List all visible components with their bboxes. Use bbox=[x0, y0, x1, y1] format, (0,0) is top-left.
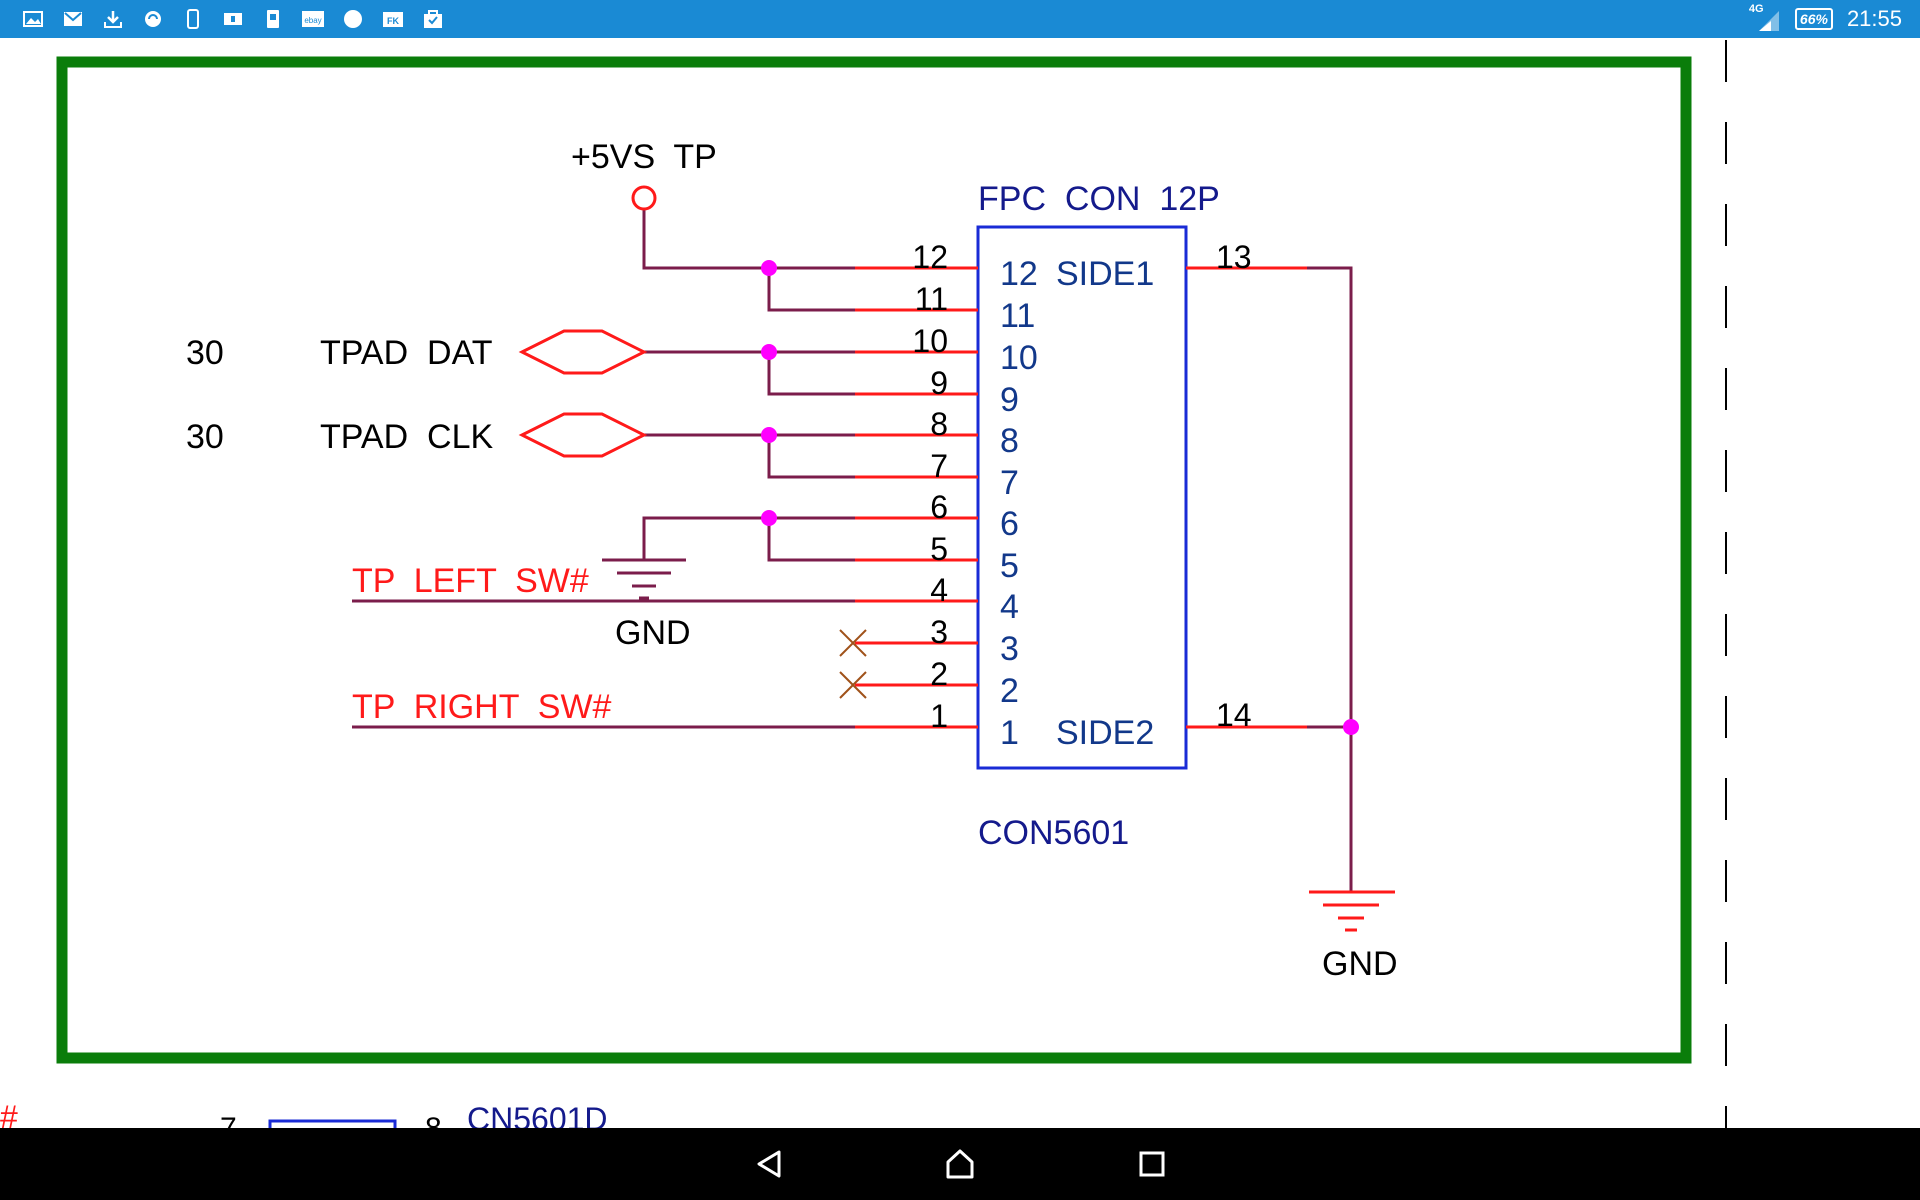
junction-dot bbox=[761, 427, 777, 443]
pin-number: 1 bbox=[930, 698, 948, 734]
gnd-label-left: GND bbox=[615, 614, 691, 652]
clock: 21:55 bbox=[1846, 6, 1902, 31]
wires bbox=[352, 208, 1353, 892]
partial-connector-ref: CN5601D bbox=[467, 1101, 608, 1128]
inner-pin: 11 bbox=[1000, 297, 1035, 335]
outer-pin-numbers: 12 11 10 9 8 7 6 5 4 3 2 1 bbox=[912, 239, 948, 734]
pin-lines bbox=[855, 266, 1307, 729]
connector-title: FPC CON 12P bbox=[978, 180, 1220, 218]
gnd-symbol-left bbox=[602, 558, 686, 600]
notification-icons: ebay FK bbox=[18, 6, 448, 32]
partial-pin-right: 8 bbox=[425, 1112, 442, 1128]
pin-number: 5 bbox=[930, 531, 948, 567]
port-tpad-dat bbox=[518, 329, 648, 375]
pin-number: 3 bbox=[930, 614, 948, 650]
power-port-symbol bbox=[631, 185, 657, 211]
side2-label: SIDE2 bbox=[1056, 714, 1154, 752]
pin-number: 12 bbox=[912, 239, 948, 275]
pin-number: 8 bbox=[930, 406, 948, 442]
junction-dot bbox=[761, 510, 777, 526]
status-bar: ebay FK 4G 66% 21:55 bbox=[0, 0, 1920, 38]
junction-dot bbox=[761, 260, 777, 276]
svg-text:ebay: ebay bbox=[304, 16, 321, 25]
inner-pin-numbers: 12 11 10 9 8 7 6 5 4 3 2 1 bbox=[1000, 255, 1038, 752]
side1-label: SIDE1 bbox=[1056, 255, 1154, 293]
navigation-bar bbox=[0, 1128, 1920, 1200]
signal-icon: 4G bbox=[1749, 3, 1781, 33]
side1-outer-pin: 13 bbox=[1216, 239, 1252, 275]
junction-dots bbox=[761, 260, 1359, 735]
signal-name: TPAD CLK bbox=[320, 418, 494, 456]
inner-pin: 12 bbox=[1000, 255, 1038, 293]
gnd-symbol-right bbox=[1309, 890, 1395, 932]
notification-icon bbox=[218, 6, 248, 32]
back-icon[interactable] bbox=[751, 1146, 787, 1182]
inner-pin: 8 bbox=[1000, 422, 1019, 460]
tablet-icon bbox=[258, 6, 288, 32]
signal-name: TPAD DAT bbox=[320, 334, 493, 372]
circle-app-icon bbox=[338, 6, 368, 32]
pin-number: 4 bbox=[930, 572, 948, 608]
junction-dot bbox=[1343, 719, 1359, 735]
inner-pin: 5 bbox=[1000, 547, 1019, 585]
gnd-label-right: GND bbox=[1322, 945, 1398, 983]
side2-outer-pin: 14 bbox=[1216, 697, 1252, 733]
inner-pin: 1 bbox=[1000, 714, 1019, 752]
gmail-icon bbox=[58, 6, 88, 32]
inner-pin: 10 bbox=[1000, 339, 1038, 377]
fk-icon: FK bbox=[378, 6, 408, 32]
shopping-bag-icon bbox=[418, 6, 448, 32]
net-label-right-sw: TP RIGHT SW# bbox=[352, 688, 612, 726]
inner-pin: 9 bbox=[1000, 381, 1019, 419]
partial-net-hash: # bbox=[0, 1099, 18, 1128]
port-tpad-clk bbox=[518, 412, 648, 458]
status-right: 4G 66% 21:55 bbox=[1749, 3, 1902, 34]
pin-number: 11 bbox=[915, 281, 948, 317]
battery-indicator: 66% bbox=[1794, 8, 1833, 30]
pin-number: 6 bbox=[930, 489, 948, 525]
inner-pin: 6 bbox=[1000, 505, 1019, 543]
pin-number: 7 bbox=[930, 448, 948, 484]
recents-icon[interactable] bbox=[1134, 1146, 1170, 1182]
ebay-icon: ebay bbox=[298, 6, 328, 32]
home-icon[interactable] bbox=[942, 1146, 978, 1182]
junction-dot bbox=[761, 344, 777, 360]
inner-pin: 2 bbox=[1000, 672, 1019, 710]
pin-number: 9 bbox=[930, 365, 948, 401]
power-label: +5VS TP bbox=[571, 138, 717, 176]
inner-pin: 7 bbox=[1000, 464, 1019, 502]
connector-ref: CON5601 bbox=[978, 814, 1129, 852]
schematic-viewer[interactable]: FPC CON 12P CON5601 12 11 10 9 8 7 6 5 4… bbox=[0, 38, 1920, 1163]
svg-text:FK: FK bbox=[387, 16, 399, 26]
inner-pin: 4 bbox=[1000, 588, 1019, 626]
sync-icon bbox=[138, 6, 168, 32]
signal-page-ref: 30 bbox=[186, 334, 224, 372]
network-type: 4G bbox=[1748, 3, 1764, 15]
net-label-left-sw: TP LEFT SW# bbox=[352, 562, 589, 600]
inner-pin: 3 bbox=[1000, 630, 1019, 668]
phone-icon bbox=[178, 6, 208, 32]
partial-connector-box bbox=[268, 1119, 397, 1163]
connector-body bbox=[976, 225, 1188, 770]
download-icon bbox=[98, 6, 128, 32]
no-connect-markers bbox=[839, 629, 867, 699]
pin-number: 2 bbox=[930, 656, 948, 692]
gallery-icon bbox=[18, 6, 48, 32]
partial-pin-left: 7 bbox=[220, 1112, 237, 1128]
pin-number: 10 bbox=[912, 323, 948, 359]
schematic-frame bbox=[56, 56, 1692, 1064]
signal-page-ref: 30 bbox=[186, 418, 224, 456]
